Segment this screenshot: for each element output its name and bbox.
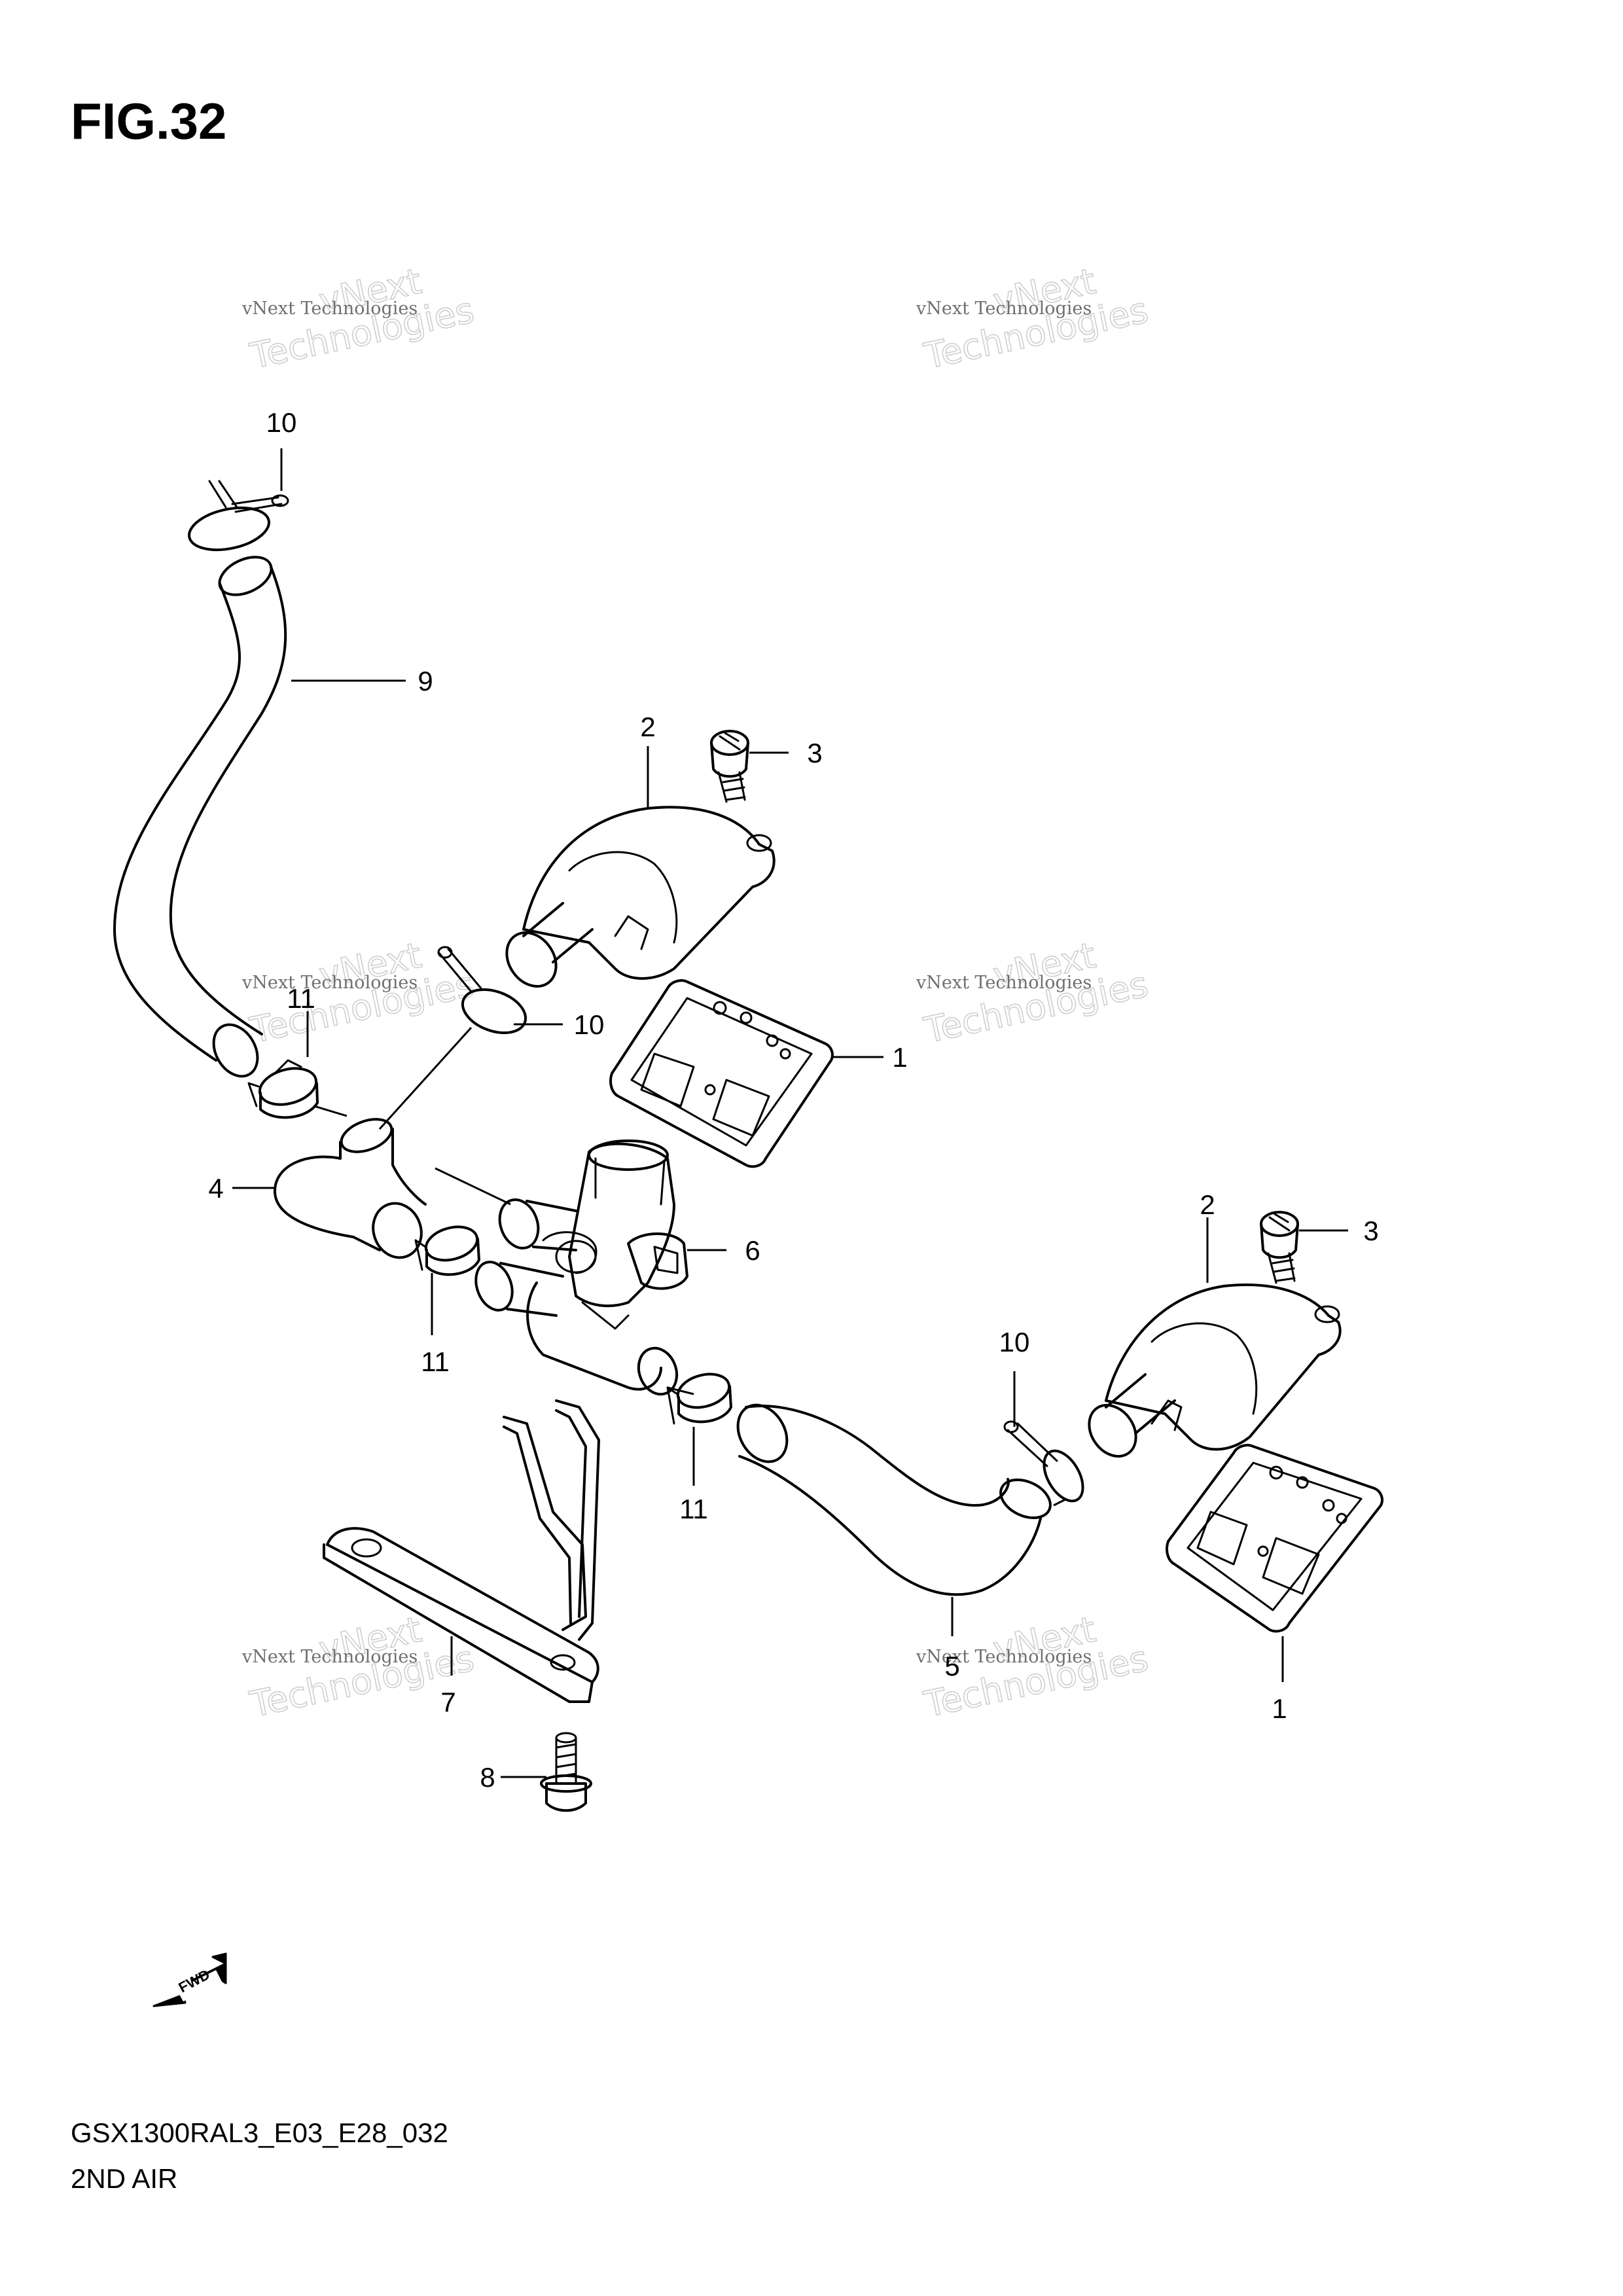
callouts: 10 9 2 3 11 10 1 4 6 11 2 3 10 11 7 5 1 … — [208, 407, 1378, 1793]
forward-arrow-icon: FWD — [152, 1952, 227, 2007]
watermark: Technologies vNext vNext Technologies — [241, 260, 478, 378]
callout-10: 10 — [266, 407, 297, 438]
callout-11: 11 — [287, 983, 315, 1014]
callout-1: 1 — [1272, 1693, 1287, 1724]
callout-8: 8 — [480, 1762, 495, 1793]
watermark-text: vNext Technologies — [241, 1647, 418, 1667]
watermark-text: vNext Technologies — [916, 973, 1092, 993]
valve-cover-2-upper — [505, 806, 776, 988]
screw-3-upper — [710, 730, 749, 803]
callout-7: 7 — [440, 1687, 455, 1717]
elbow-hose-4 — [274, 1118, 427, 1259]
callout-2: 2 — [1200, 1189, 1215, 1220]
callout-10: 10 — [574, 1009, 605, 1040]
reed-valve-1-upper — [609, 979, 834, 1168]
air-hose-9 — [113, 556, 287, 1078]
screw-3-lower — [1260, 1211, 1299, 1284]
bracket-7 — [323, 1399, 600, 1703]
callout-6: 6 — [745, 1235, 760, 1266]
section-name: 2ND AIR — [71, 2163, 178, 2194]
bolt-8 — [540, 1732, 592, 1812]
reed-valve-1-lower — [1166, 1444, 1383, 1633]
callout-11: 11 — [679, 1494, 708, 1524]
hose-clamp-11-left — [247, 1059, 319, 1119]
watermark: Technologies vNext vNext Technologies — [241, 934, 478, 1052]
hose-clip-10-middle — [437, 946, 527, 1034]
air-hose-5 — [736, 1403, 1052, 1596]
watermark: Technologies vNext vNext Technologies — [916, 934, 1152, 1052]
callout-5: 5 — [944, 1651, 959, 1681]
hose-clamp-11-middle — [414, 1225, 480, 1276]
callout-10: 10 — [999, 1327, 1030, 1357]
callout-4: 4 — [208, 1173, 223, 1204]
callout-9: 9 — [418, 666, 433, 696]
callout-3: 3 — [1363, 1215, 1378, 1246]
callout-11: 11 — [421, 1346, 450, 1377]
watermark-text: vNext Technologies — [916, 298, 1092, 319]
callout-2: 2 — [640, 711, 655, 742]
watermark-text: vNext Technologies — [241, 973, 418, 993]
diagram-code: GSX1300RAL3_E03_E28_032 — [71, 2117, 448, 2148]
leader-lines — [232, 448, 1348, 1778]
callout-3: 3 — [807, 738, 822, 768]
watermark-text: vNext Technologies — [241, 298, 418, 319]
figure-title: FIG.32 — [71, 92, 227, 150]
callout-1: 1 — [892, 1042, 907, 1073]
watermark-text: vNext Technologies — [916, 1647, 1092, 1667]
hose-clip-10-lower — [1003, 1420, 1084, 1503]
watermark: Technologies vNext vNext Technologies — [916, 260, 1152, 378]
solenoid-valve-6 — [474, 1139, 688, 1396]
hose-clip-10 — [188, 480, 289, 552]
valve-cover-2-lower — [1088, 1283, 1342, 1458]
